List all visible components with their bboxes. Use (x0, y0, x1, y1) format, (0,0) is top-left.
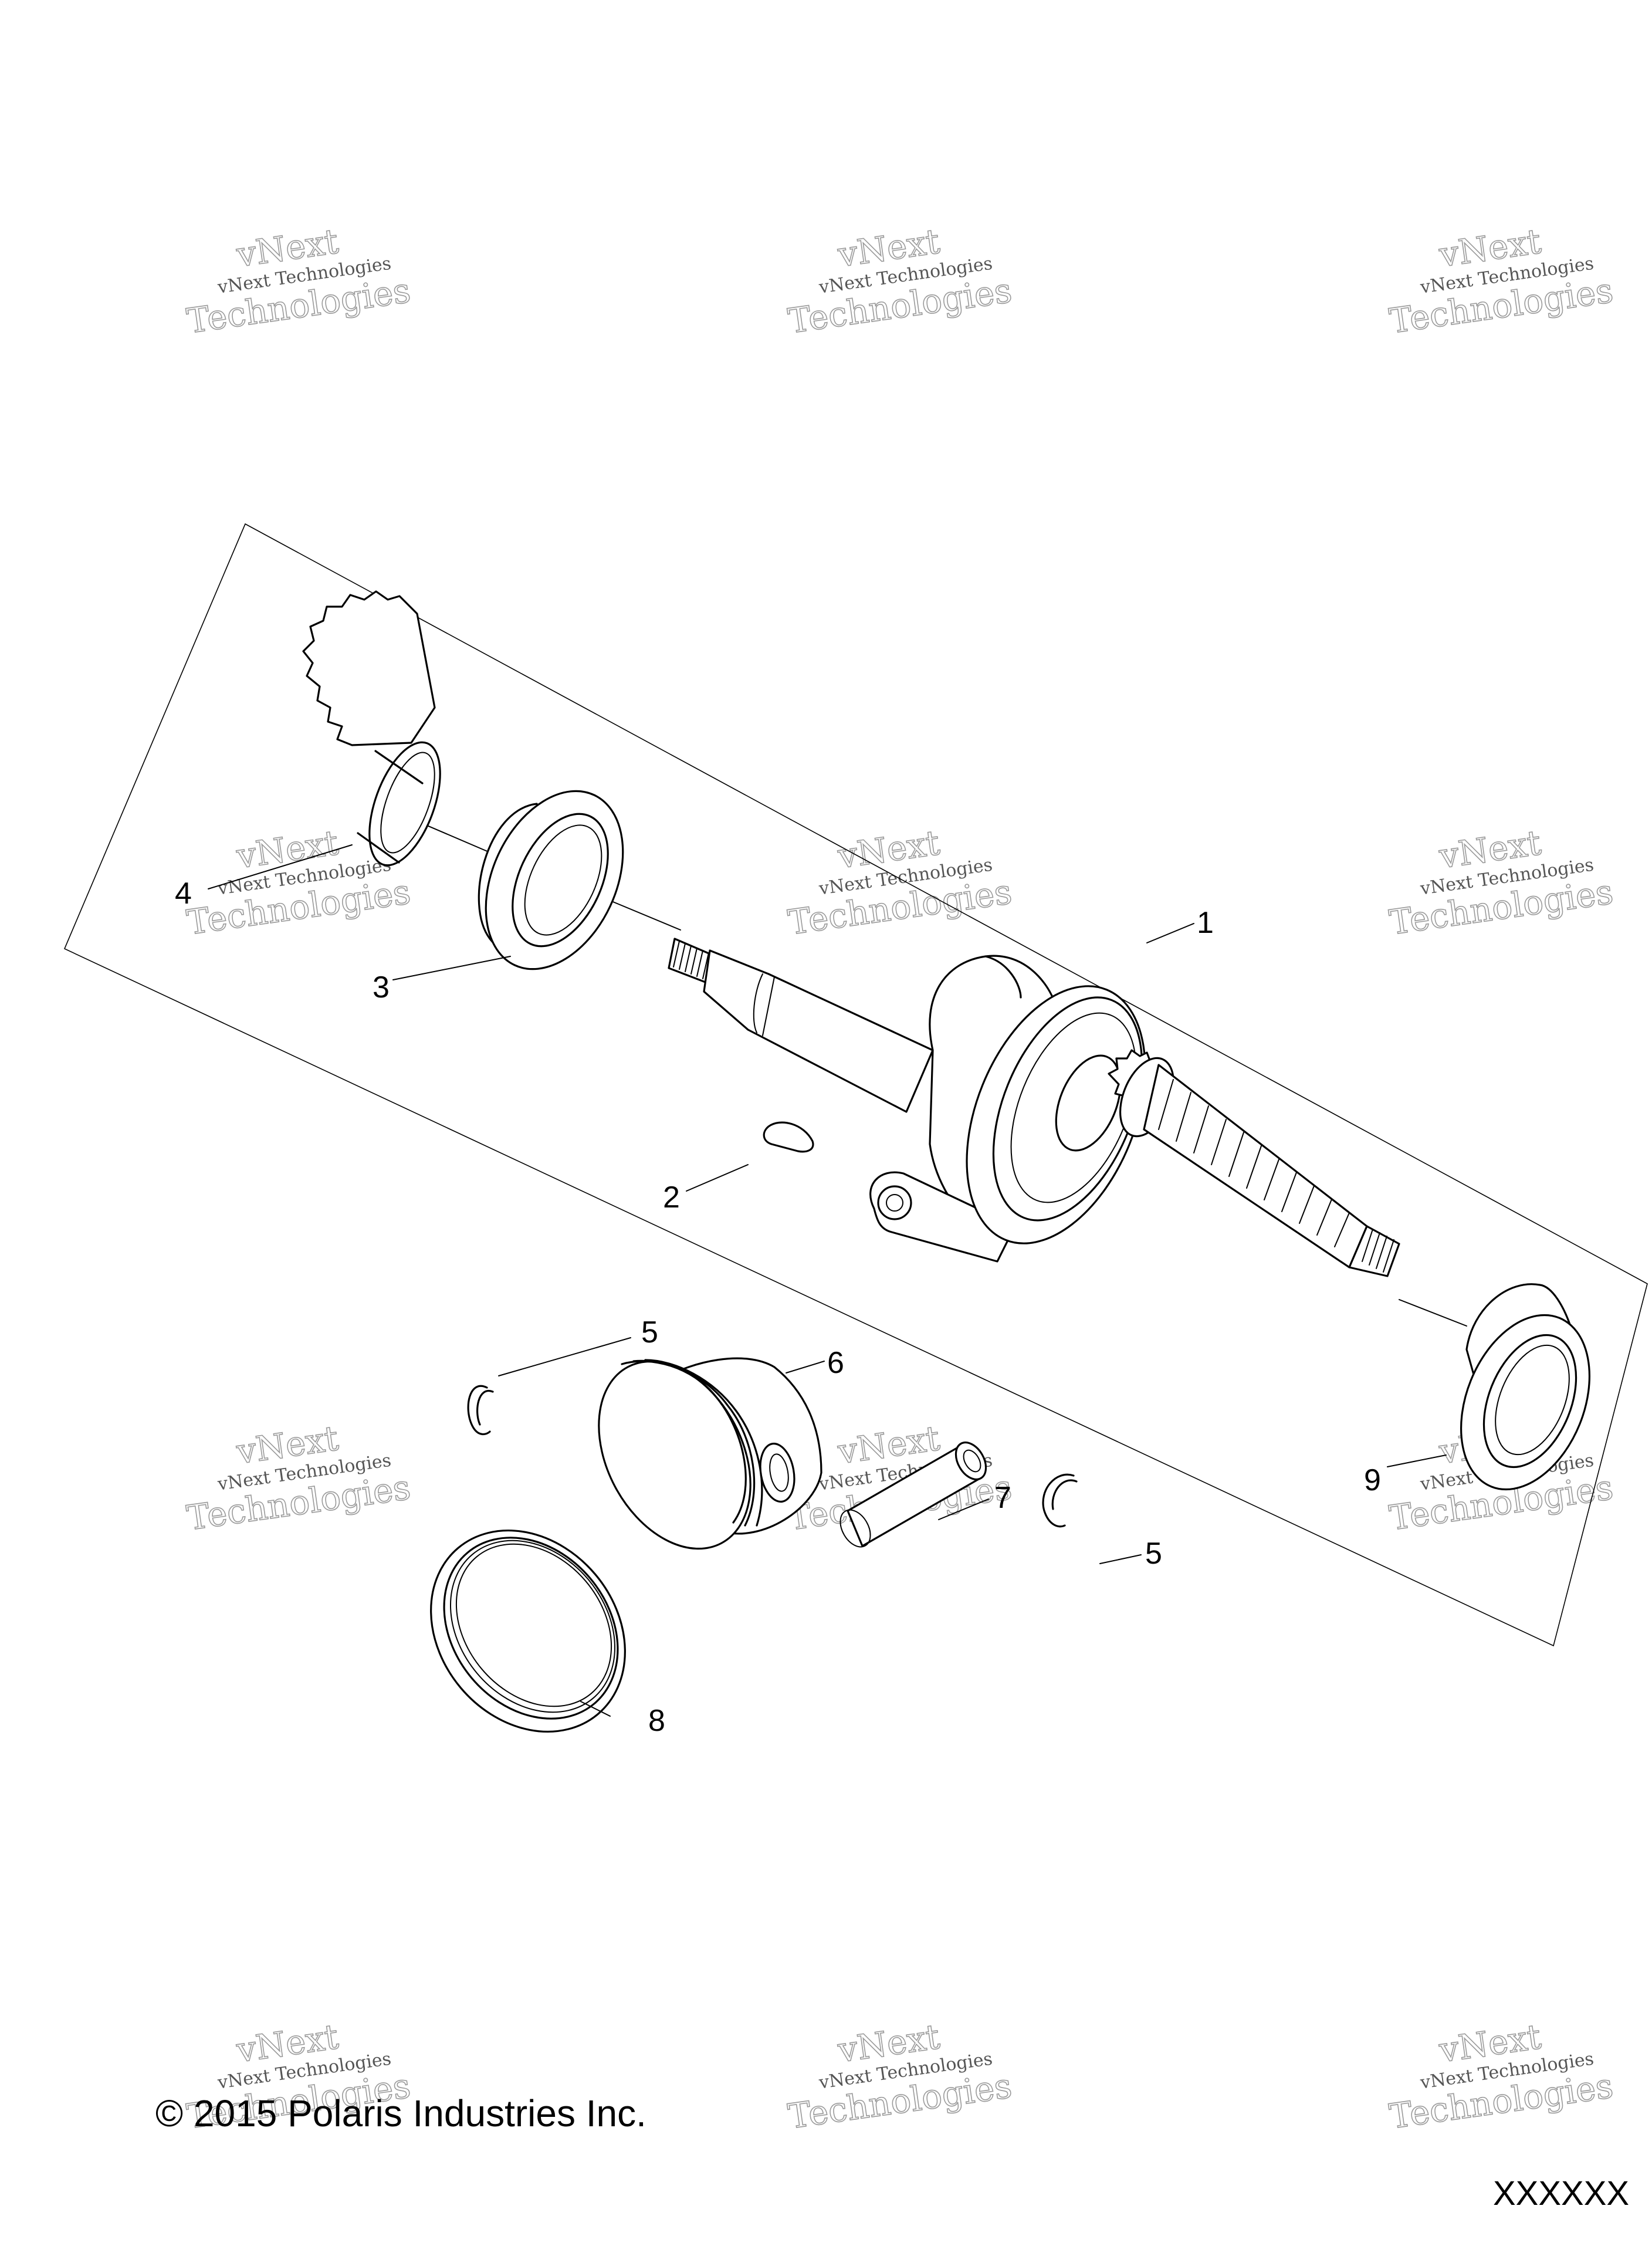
callout-7: 7 (994, 1481, 1011, 1515)
watermark: vNext vNext Technologies Technologies (184, 221, 413, 341)
callout-9: 9 (1364, 1463, 1381, 1497)
watermark: vNext vNext Technologies Technologies (785, 2016, 1014, 2137)
piston-pin-clip-right (1042, 1473, 1078, 1528)
callout-6: 6 (827, 1346, 844, 1380)
watermark: vNext vNext Technologies Technologies (184, 1418, 413, 1538)
piston-part (598, 1357, 822, 1550)
callout-5a: 5 (641, 1315, 658, 1349)
piston-pin-clip-left (467, 1385, 494, 1435)
woodruff-key-part (763, 1121, 814, 1153)
leader-lines (208, 844, 1447, 1717)
subassembly-frame (63, 523, 1648, 1647)
bearing-part-right (1460, 1283, 1590, 1491)
callout-4: 4 (175, 877, 192, 911)
callouts: 1 2 3 4 5 5 6 7 8 9 (175, 877, 1381, 1738)
callout-2: 2 (663, 1180, 680, 1215)
watermark: vNext vNext Technologies Technologies (1386, 822, 1616, 943)
crankshaft-part (668, 938, 1400, 1277)
gear-part (302, 590, 441, 867)
piston-ring-set-part (430, 1529, 626, 1733)
figure-id: XXXXXX (1493, 2174, 1630, 2213)
copyright-notice: © 2015 Polaris Industries Inc. (155, 2092, 646, 2134)
callout-5b: 5 (1145, 1537, 1162, 1571)
callout-1: 1 (1197, 906, 1214, 940)
callout-3: 3 (373, 970, 390, 1004)
watermark: vNext vNext Technologies Technologies (785, 221, 1014, 341)
watermark: vNext vNext Technologies Technologies (785, 822, 1014, 943)
piston-pin-part (839, 1441, 987, 1548)
callout-8: 8 (648, 1704, 665, 1738)
bearing-part-left (478, 790, 624, 970)
watermark: vNext vNext Technologies Technologies (1386, 221, 1616, 341)
watermark: vNext vNext Technologies Technologies (1386, 2016, 1616, 2137)
